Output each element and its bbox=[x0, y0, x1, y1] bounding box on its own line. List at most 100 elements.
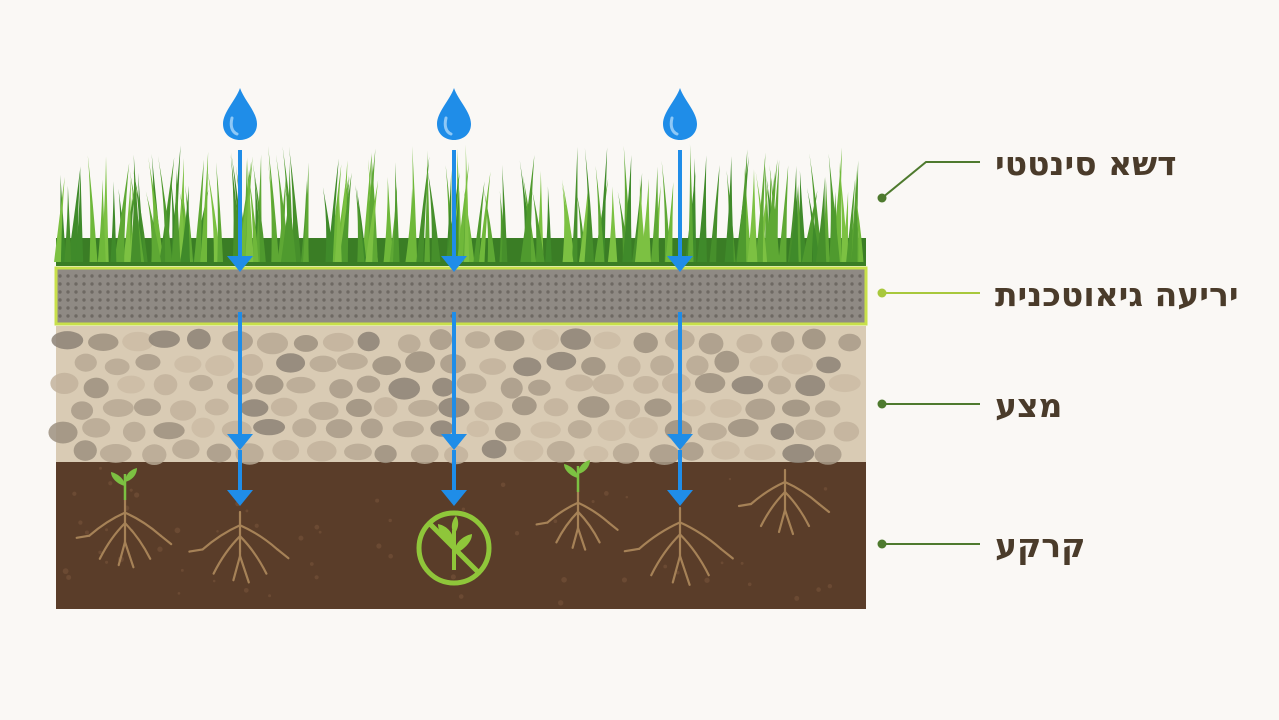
soil-speck bbox=[720, 561, 724, 565]
grass-blade bbox=[595, 165, 605, 262]
soil-label: קרקע bbox=[995, 526, 1086, 565]
gravel-stone bbox=[633, 332, 658, 354]
grass-blade bbox=[828, 153, 840, 262]
soil-connector bbox=[877, 539, 980, 549]
gravel-stone bbox=[532, 328, 560, 351]
gravel-stone bbox=[308, 401, 339, 421]
gravel-stone bbox=[322, 332, 354, 352]
gravel-stone bbox=[329, 379, 353, 399]
gravel-stone bbox=[481, 439, 507, 459]
down-arrow-icon bbox=[441, 450, 467, 506]
grass-blade bbox=[450, 190, 460, 262]
grass-blade bbox=[338, 172, 352, 262]
geotextile-connector bbox=[877, 288, 980, 298]
soil-speck bbox=[105, 560, 109, 564]
grass-blade bbox=[64, 185, 72, 262]
gravel-stone bbox=[99, 443, 132, 463]
grass-blade bbox=[392, 162, 400, 262]
gravel-stone bbox=[744, 444, 776, 461]
grass-blade bbox=[650, 166, 660, 262]
gravel-stone bbox=[466, 420, 490, 438]
gravel-stone bbox=[357, 331, 380, 352]
gravel-label: מצע bbox=[995, 386, 1063, 425]
gravel-stone bbox=[309, 355, 337, 373]
water-flow bbox=[437, 88, 471, 506]
gravel-stone bbox=[577, 396, 610, 418]
gravel-stone bbox=[83, 377, 109, 399]
grass-blade bbox=[709, 165, 720, 262]
grass-blade bbox=[640, 178, 651, 262]
grass-blade bbox=[562, 182, 574, 262]
grass-blade bbox=[842, 191, 849, 262]
grass-blade bbox=[584, 188, 590, 262]
gravel-stone bbox=[172, 439, 200, 460]
gravel-stone bbox=[360, 418, 383, 439]
gravel-stone bbox=[222, 330, 253, 352]
grass-blade bbox=[665, 181, 674, 262]
grass-blade bbox=[334, 182, 342, 262]
gravel-stone bbox=[456, 373, 487, 394]
gravel-stone bbox=[495, 422, 521, 442]
grass-blade bbox=[464, 144, 470, 262]
gravel-stone bbox=[388, 377, 421, 400]
gravel-stone bbox=[397, 334, 421, 354]
soil-speck bbox=[157, 546, 163, 552]
grass-blade bbox=[185, 184, 194, 262]
gravel-stone bbox=[782, 444, 815, 464]
gravel-stone bbox=[770, 423, 795, 441]
gravel-stone bbox=[117, 375, 145, 394]
gravel-stone bbox=[104, 358, 130, 376]
soil-speck bbox=[500, 482, 506, 488]
gravel-stone bbox=[698, 333, 724, 355]
soil-speck bbox=[591, 499, 595, 504]
gravel-stone bbox=[432, 377, 455, 397]
grass-blade bbox=[158, 155, 173, 262]
gravel-stone bbox=[344, 443, 372, 461]
grass-blade bbox=[355, 184, 365, 262]
soil-speck bbox=[134, 492, 140, 498]
grass-blade bbox=[501, 164, 508, 262]
gravel-stone bbox=[710, 399, 742, 418]
grass-blade bbox=[288, 146, 302, 262]
gravel-stone bbox=[238, 353, 264, 376]
gravel-stone bbox=[272, 439, 300, 461]
gravel-stone bbox=[253, 419, 286, 436]
gravel-stone bbox=[597, 419, 626, 442]
soil-speck bbox=[98, 550, 102, 555]
gravel-stone bbox=[50, 372, 79, 395]
gravel-stone bbox=[697, 422, 727, 441]
grass-blade bbox=[607, 186, 618, 262]
grass-blade bbox=[789, 186, 799, 262]
grass-blade bbox=[123, 177, 131, 262]
gravel-stone bbox=[240, 399, 269, 417]
gravel-stone bbox=[293, 335, 319, 352]
gravel-stone bbox=[148, 330, 180, 348]
gravel-stone bbox=[204, 398, 229, 416]
gravel-stone bbox=[679, 442, 704, 461]
grass-blade bbox=[171, 169, 181, 262]
soil-speck bbox=[740, 561, 744, 565]
gravel-connector bbox=[877, 399, 980, 409]
roots-icon bbox=[737, 468, 831, 536]
soil-speck bbox=[823, 487, 828, 491]
soil-speck bbox=[603, 491, 609, 496]
soil-speck bbox=[99, 466, 102, 470]
gravel-stone bbox=[479, 358, 507, 375]
gravel-stone bbox=[73, 440, 97, 461]
gravel-stone bbox=[206, 443, 232, 463]
gravel-stone bbox=[513, 440, 544, 462]
grass-blade bbox=[830, 191, 839, 262]
gravel-stone bbox=[567, 420, 592, 439]
grass-blade bbox=[327, 158, 339, 262]
water-drop-icon bbox=[663, 88, 697, 140]
grass-blade bbox=[383, 177, 394, 262]
grass-blade bbox=[114, 163, 130, 262]
label-connectors bbox=[877, 161, 980, 549]
soil-speck bbox=[309, 562, 314, 566]
grass-blade bbox=[724, 156, 734, 262]
soil-speck bbox=[314, 524, 320, 530]
gravel-stone bbox=[782, 399, 811, 417]
grass-blade bbox=[622, 154, 632, 262]
gravel-stone bbox=[356, 375, 381, 393]
soil-speck bbox=[450, 574, 456, 580]
